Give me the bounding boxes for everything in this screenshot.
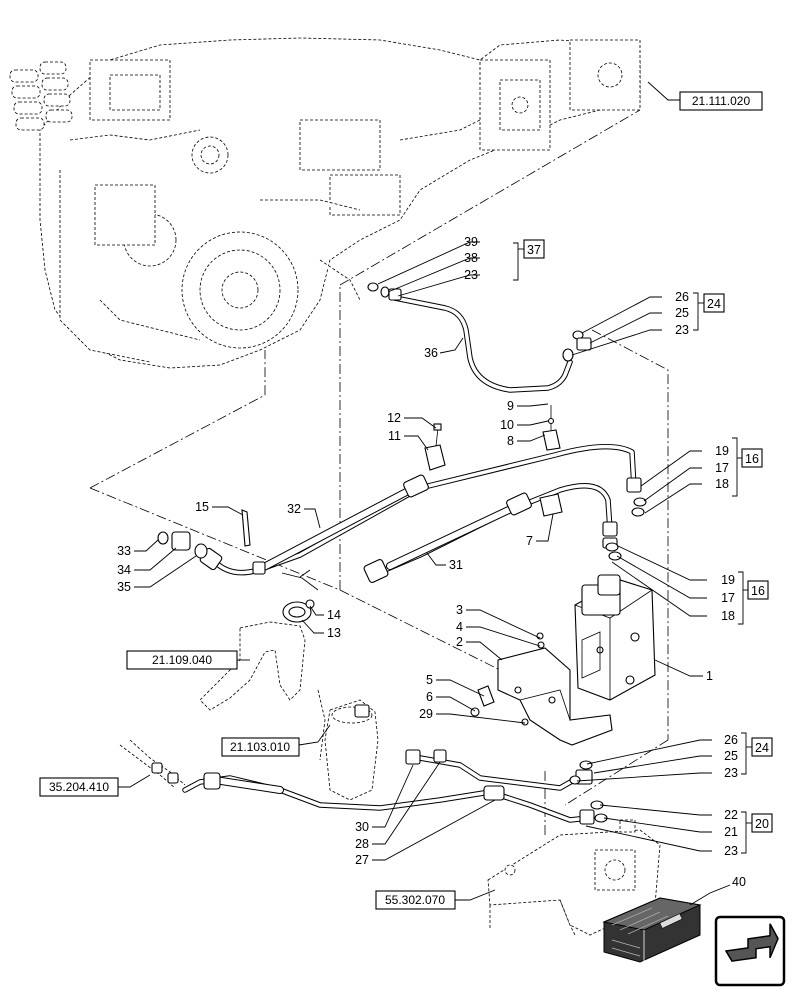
svg-text:20: 20	[755, 817, 769, 831]
mounting-bracket-2	[470, 632, 613, 746]
svg-text:16: 16	[745, 452, 759, 466]
next-page-arrow-icon[interactable]	[714, 915, 786, 987]
group-box-16-upper: 16	[741, 448, 763, 468]
callout-33: 33	[117, 544, 131, 558]
reference-21-109-040[interactable]: 21.109.040	[126, 650, 238, 670]
callout-17: 17	[721, 591, 735, 605]
callout-23: 23	[675, 323, 689, 337]
callout-26: 26	[724, 733, 738, 747]
clamp-8	[542, 405, 561, 451]
callout-29: 29	[419, 707, 433, 721]
callout-28: 28	[355, 837, 369, 851]
callout-8: 8	[507, 434, 514, 448]
hoses-35-204-410	[119, 739, 186, 789]
reference-label: 21.111.020	[692, 94, 751, 108]
callout-18: 18	[721, 609, 735, 623]
svg-text:24: 24	[755, 741, 769, 755]
pipe-36	[367, 282, 592, 393]
quick-coupler-bank	[9, 59, 171, 131]
group-box-16-lower: 16	[747, 580, 769, 600]
pipe-27	[182, 772, 608, 825]
callout-22: 22	[724, 808, 738, 822]
callout-2: 2	[456, 635, 463, 649]
callout-32: 32	[287, 502, 301, 516]
reference-label: 21.103.010	[230, 740, 290, 754]
pipe-32	[199, 443, 642, 576]
callout-21: 21	[724, 825, 738, 839]
callout-38: 38	[464, 251, 478, 265]
callout-35: 35	[117, 580, 131, 594]
parts-kit-crate-icon	[602, 897, 702, 963]
callout-11: 11	[388, 429, 401, 443]
callout-7: 7	[526, 534, 533, 548]
callout-27: 27	[355, 853, 369, 867]
callout-23: 23	[464, 268, 478, 282]
svg-text:37: 37	[527, 243, 541, 257]
group-box-37: 37	[523, 239, 545, 259]
callout-17: 17	[715, 461, 729, 475]
clip-13	[282, 599, 315, 623]
reference-label: 55.302.070	[385, 893, 445, 907]
callout-19: 19	[715, 444, 729, 458]
callout-numbers: 39 38 23 26 25 23 36 9 10 8 12 11 19 17 …	[117, 235, 746, 889]
bracket-21-109-040	[199, 621, 306, 711]
callout-19: 19	[721, 573, 735, 587]
callout-18: 18	[715, 477, 729, 491]
seal-set-16-upper	[605, 497, 647, 561]
callout-31: 31	[449, 558, 463, 572]
callout-1: 1	[706, 669, 713, 683]
reference-label: 21.109.040	[152, 653, 212, 667]
callout-15: 15	[195, 500, 209, 514]
reference-35-204-410[interactable]: 35.204.410	[39, 777, 119, 797]
filter-21-103-010	[317, 689, 379, 801]
callout-12: 12	[387, 411, 401, 425]
group-box-20: 20	[751, 813, 773, 833]
callout-6: 6	[426, 690, 433, 704]
svg-text:24: 24	[707, 297, 721, 311]
callout-40: 40	[732, 875, 746, 889]
reference-21-111-020[interactable]: 21.111.020	[679, 91, 763, 111]
callout-10: 10	[500, 418, 514, 432]
clamp-11	[424, 423, 446, 471]
clamp-7	[539, 493, 563, 517]
callout-36: 36	[424, 346, 438, 360]
group-box-24-upper: 24	[703, 293, 725, 313]
reference-21-103-010[interactable]: 21.103.010	[221, 737, 300, 757]
callout-25: 25	[675, 306, 689, 320]
callout-30: 30	[355, 820, 369, 834]
transmission-assembly	[9, 37, 641, 369]
svg-text:16: 16	[751, 584, 765, 598]
pipe-31	[363, 483, 618, 583]
callout-26: 26	[675, 290, 689, 304]
reference-label: 35.204.410	[49, 780, 109, 794]
callout-25: 25	[724, 749, 738, 763]
callout-23: 23	[724, 766, 738, 780]
callout-13: 13	[327, 626, 341, 640]
callout-5: 5	[426, 673, 433, 687]
valve-block-1	[574, 574, 656, 701]
assembly-guide-lines	[89, 109, 669, 835]
pipe-28	[405, 749, 593, 791]
tank-55-302-070	[487, 819, 661, 936]
cable-tie-15	[241, 509, 251, 547]
reference-55-302-070[interactable]: 55.302.070	[375, 890, 456, 910]
group-box-24-lower: 24	[751, 737, 773, 757]
callout-4: 4	[456, 620, 463, 634]
callout-34: 34	[117, 563, 131, 577]
callout-39: 39	[464, 235, 478, 249]
callout-9: 9	[507, 399, 514, 413]
adapter-34	[157, 531, 208, 559]
callout-23: 23	[724, 844, 738, 858]
leader-lines	[118, 81, 752, 906]
callout-14: 14	[327, 608, 341, 622]
callout-3: 3	[456, 603, 463, 617]
